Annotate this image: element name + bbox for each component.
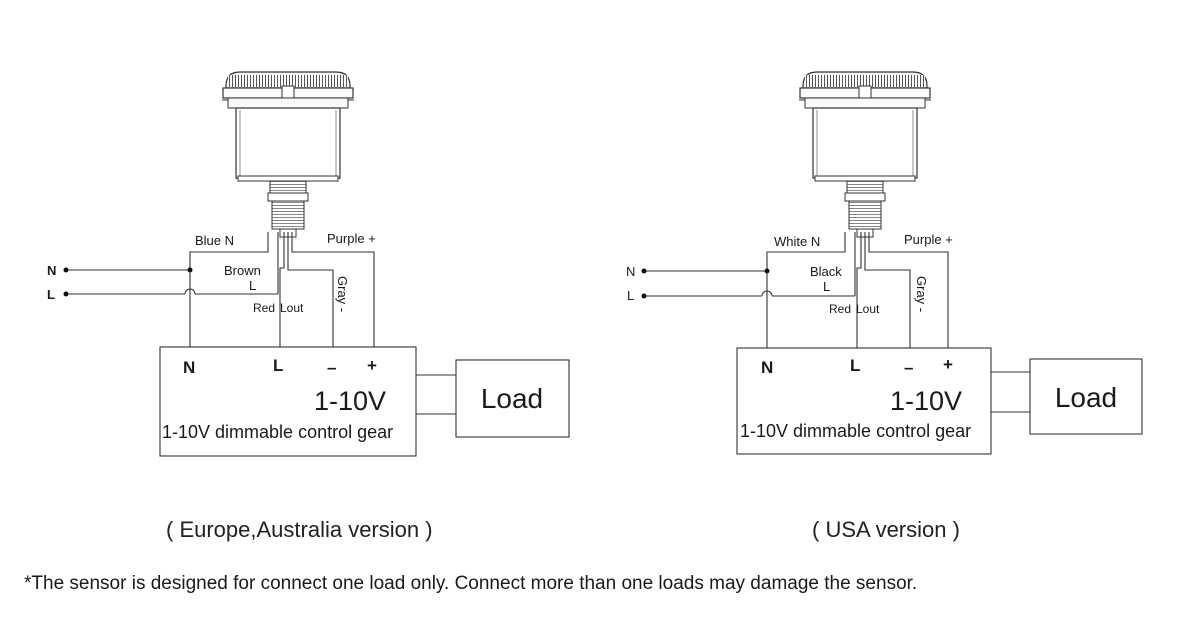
- wire-gray-label: Gray -: [914, 276, 929, 312]
- gear-subtitle: 1-10V dimmable control gear: [740, 421, 971, 441]
- load-box: [455, 359, 570, 438]
- terminal-dot-l: [641, 293, 647, 299]
- wire-lout-label: Lout: [856, 302, 880, 316]
- wire-line-label: Brown: [224, 263, 261, 278]
- gear-terminal-minus: –: [904, 358, 913, 377]
- gear-terminal-l: L: [273, 356, 283, 375]
- junction-dot: [187, 267, 193, 273]
- input-l-label: L: [47, 287, 55, 302]
- wire-neutral-label: White N: [774, 234, 820, 249]
- load-label: Load: [1055, 382, 1117, 413]
- gear-terminal-l: L: [850, 356, 860, 375]
- gear-title: 1-10V: [314, 386, 386, 416]
- gear-terminal-minus: –: [327, 358, 336, 377]
- wire-line-sub-label: L: [249, 278, 256, 293]
- gear-title: 1-10V: [890, 386, 962, 416]
- wire-plus-label: Purple +: [904, 232, 953, 247]
- caption-europe-australia: ( Europe,Australia version ): [166, 517, 433, 542]
- terminal-dot-n: [641, 268, 647, 274]
- gear-subtitle: 1-10V dimmable control gear: [162, 422, 393, 442]
- diagram-europe-australia: N L Blue N Purple + Brown L Red Lout Gra…: [47, 71, 570, 457]
- wires: [66, 232, 456, 415]
- sensor-head-illustration: [798, 71, 932, 238]
- wire-plus-label: Purple +: [327, 231, 376, 246]
- wire-gray-label: Gray -: [335, 276, 350, 312]
- control-gear-box: [159, 346, 417, 457]
- input-n-label: N: [47, 263, 56, 278]
- control-gear-box: [736, 347, 992, 455]
- junction-dot: [764, 268, 770, 274]
- input-l-label: L: [627, 288, 634, 303]
- wire-lout-label: Lout: [280, 301, 304, 315]
- terminal-dot-l: [63, 291, 69, 297]
- gear-terminal-n: N: [761, 358, 773, 377]
- wire-line-sub-label: L: [823, 279, 830, 294]
- diagram-usa: N L White N Purple + Black L Red Lout Gr…: [626, 71, 1143, 455]
- caption-usa: ( USA version ): [812, 517, 960, 542]
- load-box: [1029, 358, 1143, 435]
- wires: [644, 232, 1030, 413]
- input-n-label: N: [626, 264, 635, 279]
- wire-red-label: Red: [253, 301, 275, 315]
- terminal-dot-n: [63, 267, 69, 273]
- wire-line-label: Black: [810, 264, 842, 279]
- wire-neutral-label: Blue N: [195, 233, 234, 248]
- footnote: *The sensor is designed for connect one …: [24, 573, 918, 594]
- load-label: Load: [481, 383, 543, 414]
- wire-red-label: Red: [829, 302, 851, 316]
- gear-terminal-plus: +: [367, 356, 377, 375]
- gear-terminal-n: N: [183, 358, 195, 377]
- sensor-head-illustration: [221, 71, 355, 238]
- gear-terminal-plus: +: [943, 355, 953, 374]
